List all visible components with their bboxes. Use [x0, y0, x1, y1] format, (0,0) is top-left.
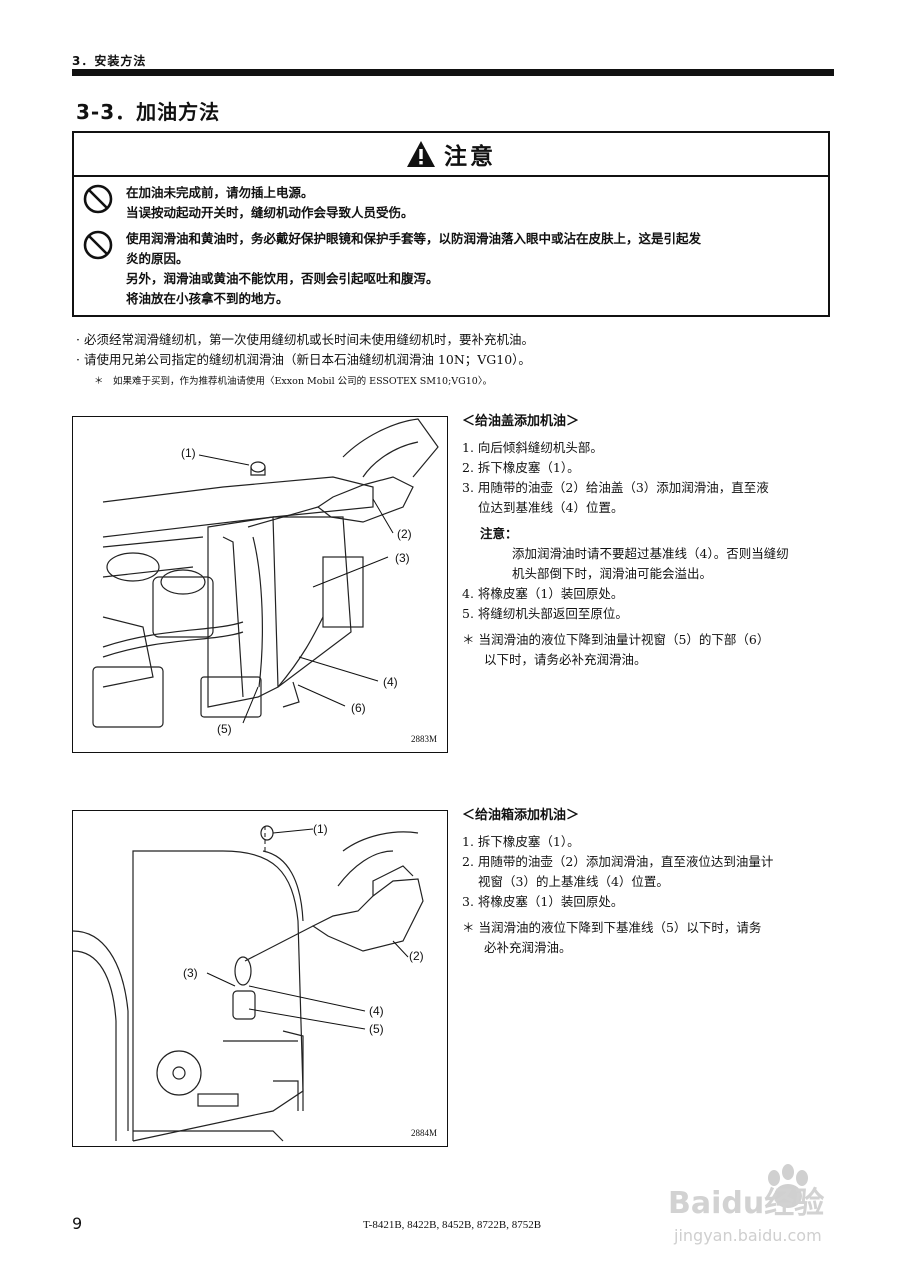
star-note: ＊ 当润滑油的液位下降到油量计视窗（5）的下部（6）: [462, 632, 770, 647]
bullet-item: · 必须经常润滑缝纫机，第一次使用缝纫机或长时间未使用缝纫机时，要补充机油。: [76, 332, 534, 347]
step: 3. 用随带的油壶（2）给油盖（3）添加润滑油，直至液: [462, 480, 769, 495]
star-note-cont: 以下时，请务必补充润滑油。: [484, 652, 647, 667]
section2-text: ＜给油箱添加机油＞ 1. 拆下橡皮塞（1）。 2. 用随带的油壶（2）添加润滑油…: [462, 806, 842, 958]
caution-box: 注意 在加油未完成前，请勿插上电源。 当误按动起动开关时，缝纫机动作会导致人员受…: [72, 131, 830, 317]
warning-icon: [407, 141, 435, 167]
callout-2: (2): [409, 949, 424, 963]
page-title: 3-3．加油方法: [76, 100, 221, 124]
oil-cap-illustration: [92, 418, 439, 728]
section-header: 3．安装方法: [72, 54, 147, 68]
caution-item-2: 使用润滑油和黄油时，务必戴好保护眼镜和保护手套等，以防润滑油落入眼中或沾在皮肤上…: [82, 229, 820, 309]
watermark-brand: Baidu经验: [668, 1186, 825, 1221]
bullet-item: · 请使用兄弟公司指定的缝纫机润滑油（新日本石油缝纫机润滑油 10N；VG10）…: [76, 352, 531, 367]
callout-3: (3): [395, 551, 410, 565]
step-cont: 位达到基准线（4）位置。: [478, 500, 624, 515]
step: 2. 用随带的油壶（2）添加润滑油，直至液位达到油量计: [462, 854, 774, 869]
section1-title: ＜给油盖添加机油＞: [462, 414, 580, 429]
step: 3. 将橡皮塞（1）装回原处。: [462, 894, 624, 909]
caution-line: 在加油未完成前，请勿插上电源。: [126, 185, 314, 200]
step-cont: 视窗（3）的上基准线（4）位置。: [478, 874, 669, 889]
caution-title: 注意: [444, 144, 496, 170]
prohibited-icon: [83, 230, 113, 260]
caution-header: 注意: [74, 133, 828, 177]
step: 4. 将橡皮塞（1）装回原处。: [462, 586, 624, 601]
figure-oil-tank: (1) (2) (3) (4) (5) 2884M: [72, 810, 448, 1147]
prohibited-icon: [83, 184, 113, 214]
bullet-list: · 必须经常润滑缝纫机，第一次使用缝纫机或长时间未使用缝纫机时，要补充机油。 ·…: [76, 330, 534, 370]
caution-line: 炎的原因。: [126, 251, 189, 266]
figure-code: 2884M: [410, 1128, 437, 1138]
baidu-watermark: Baidu经验 jingyan.baidu.com: [666, 1160, 866, 1260]
section1-text: ＜给油盖添加机油＞ 1. 向后倾斜缝纫机头部。 2. 拆下橡皮塞（1）。 3. …: [462, 412, 842, 670]
callout-5: (5): [217, 722, 232, 736]
callout-1: (1): [313, 822, 328, 836]
figure-code: 2883M: [410, 734, 437, 744]
model-numbers: T-8421B, 8422B, 8452B, 8722B, 8752B: [362, 1219, 542, 1231]
callout-4: (4): [383, 675, 398, 689]
caution-line: 另外，润滑油或黄油不能饮用，否则会引起呕吐和腹泻。: [126, 271, 439, 286]
header-rule: [72, 69, 834, 76]
caution-line: 将油放在小孩拿不到的地方。: [126, 291, 289, 306]
star-note-cont: 必补充润滑油。: [484, 940, 572, 955]
baidu-paw-logo: [768, 1164, 808, 1208]
section2-title: ＜给油箱添加机油＞: [462, 808, 580, 823]
callout-6: (6): [351, 701, 366, 715]
step: 1. 向后倾斜缝纫机头部。: [462, 440, 603, 455]
caution-item-1: 在加油未完成前，请勿插上电源。 当误按动起动开关时，缝纫机动作会导致人员受伤。: [82, 183, 820, 223]
callout-5: (5): [369, 1022, 384, 1036]
callout-3: (3): [183, 966, 198, 980]
callout-1: (1): [181, 446, 196, 460]
figure-oil-cap: (1) (2) (3) (4) (6) (5) 2883M: [72, 416, 448, 753]
caution-line: 使用润滑油和黄油时，务必戴好保护眼镜和保护手套等，以防润滑油落入眼中或沾在皮肤上…: [126, 231, 702, 246]
watermark-url: jingyan.baidu.com: [674, 1226, 822, 1245]
callout-4: (4): [369, 1004, 384, 1018]
caution-line: 当误按动起动开关时，缝纫机动作会导致人员受伤。: [126, 205, 414, 220]
footnote: ＊ 如果难于买到，作为推荐机油请使用〈Exxon Mobil 公司的 ESSOT…: [94, 376, 493, 387]
note-line: 机头部倒下时，润滑油可能会溢出。: [512, 566, 713, 581]
callout-2: (2): [397, 527, 412, 541]
note-line: 添加润滑油时请不要超过基准线（4）。否则当缝纫: [512, 546, 789, 561]
step: 1. 拆下橡皮塞（1）。: [462, 834, 580, 849]
oil-tank-illustration: [72, 825, 424, 1142]
star-note: ＊ 当润滑油的液位下降到下基准线（5）以下时，请务: [462, 920, 762, 935]
step: 2. 拆下橡皮塞（1）。: [462, 460, 580, 475]
page-number: 9: [72, 1214, 83, 1233]
step: 5. 将缝纫机头部返回至原位。: [462, 606, 628, 621]
note-label: 注意：: [480, 526, 518, 541]
